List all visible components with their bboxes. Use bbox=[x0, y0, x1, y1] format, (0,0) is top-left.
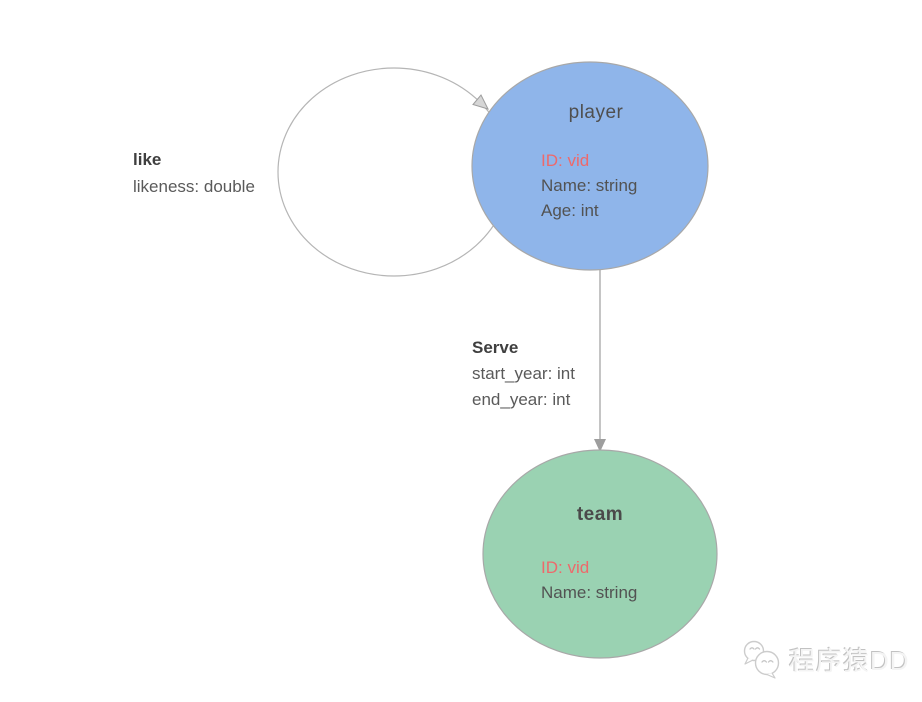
property-line: Name: string bbox=[541, 583, 638, 602]
wechat-logo-icon bbox=[743, 640, 780, 679]
edge-name: like bbox=[133, 150, 162, 169]
node-player-title: player bbox=[568, 102, 624, 123]
node-team-properties: ID: vid Name: string bbox=[541, 555, 637, 605]
edge-property-line: likeness: double bbox=[133, 177, 255, 196]
edge-property-line: end_year: int bbox=[472, 390, 571, 409]
property-line: ID: vid bbox=[541, 558, 590, 577]
property-line: ID: vid bbox=[541, 151, 590, 170]
edge-name: Serve bbox=[472, 338, 519, 357]
property-line: Name: string bbox=[541, 176, 638, 195]
serve-edge-arrowhead bbox=[594, 439, 606, 452]
watermark: 程序猿DD bbox=[742, 638, 910, 680]
node-player-ellipse bbox=[471, 61, 709, 271]
like-edge-label: like likeness: double bbox=[133, 146, 255, 200]
serve-edge-label: Serve start_year: int end_year: int bbox=[472, 335, 575, 413]
property-line: Age: int bbox=[541, 201, 599, 220]
watermark-text: 程序猿DD bbox=[789, 645, 910, 676]
node-player-properties: ID: vid Name: string Age: int bbox=[541, 148, 637, 223]
node-team-ellipse bbox=[482, 449, 718, 659]
edge-property-line: start_year: int bbox=[472, 364, 575, 383]
like-edge-arrowhead bbox=[472, 94, 489, 110]
node-team-title: team bbox=[576, 504, 624, 525]
